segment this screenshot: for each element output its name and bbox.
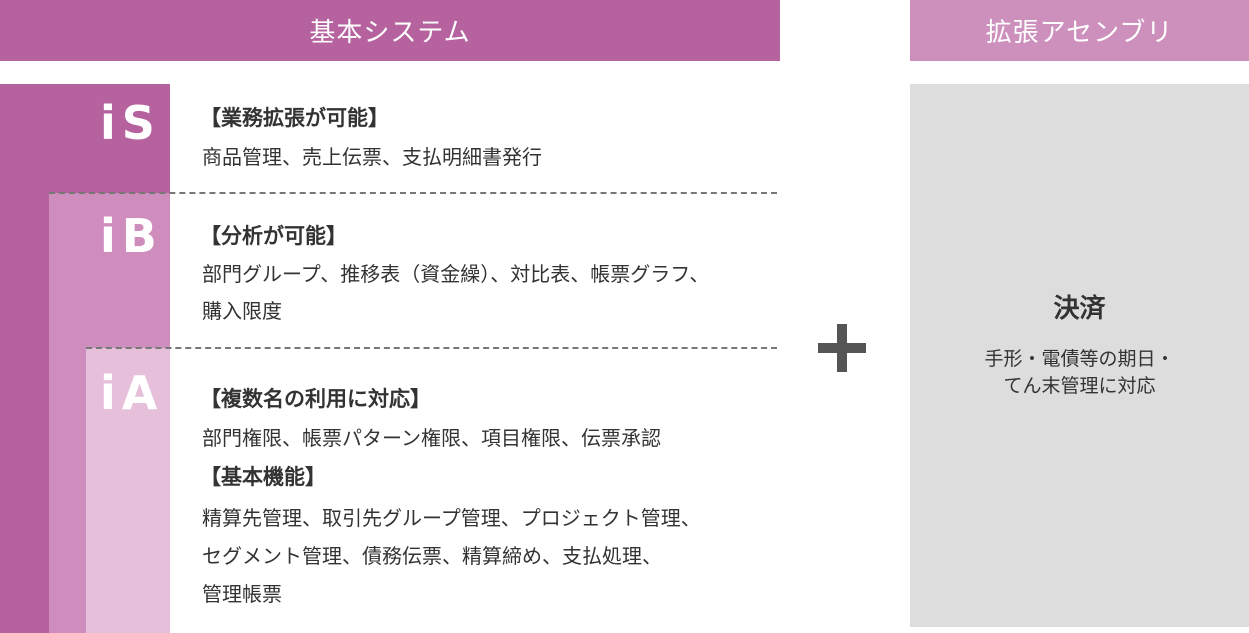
- tier-ia-heading: 【複数名の利用に対応】: [200, 387, 431, 411]
- dashed-divider-is-ib: [49, 192, 777, 194]
- tier-ia-basic-line: 精算先管理、取引先グループ管理、プロジェクト管理、: [202, 506, 701, 530]
- extension-title: 決済: [1053, 294, 1106, 324]
- tier-ia-heading-basic: 【基本機能】: [200, 465, 326, 489]
- tier-label-ia: iA: [100, 366, 164, 420]
- dashed-divider-ib-ia: [86, 347, 777, 349]
- tier-ib-heading: 【分析が可能】: [200, 224, 347, 248]
- extension-assembly-header: 拡張アセンブリ: [910, 0, 1249, 61]
- tier-ia-basic-line: 管理帳票: [202, 582, 282, 606]
- tier-ib-line: 購入限度: [202, 299, 282, 323]
- tier-label-is: iS: [100, 96, 161, 150]
- tier-bar-ia: [86, 348, 170, 633]
- tier-ib-line: 部門グループ、推移表（資金繰）、対比表、帳票グラフ、: [202, 262, 710, 286]
- tier-ia-line: 部門権限、帳票パターン権限、項目権限、伝票承認: [202, 426, 661, 450]
- extension-assembly-header-label: 拡張アセンブリ: [985, 18, 1174, 48]
- extension-assembly-box: [910, 84, 1249, 627]
- tier-ia-basic-line: セグメント管理、債務伝票、精算締め、支払処理、: [202, 544, 662, 568]
- basic-system-header-label: 基本システム: [309, 18, 471, 48]
- extension-description-line: てん末管理に対応: [1003, 375, 1156, 397]
- extension-description-line: 手形・電債等の期日・: [984, 348, 1175, 370]
- plus-icon: [818, 324, 866, 372]
- tier-label-ib: iB: [100, 209, 163, 263]
- tier-is-line: 商品管理、売上伝票、支払明細書発行: [202, 145, 542, 169]
- tier-is-heading: 【業務拡張が可能】: [200, 106, 389, 130]
- basic-system-header: 基本システム: [0, 0, 780, 61]
